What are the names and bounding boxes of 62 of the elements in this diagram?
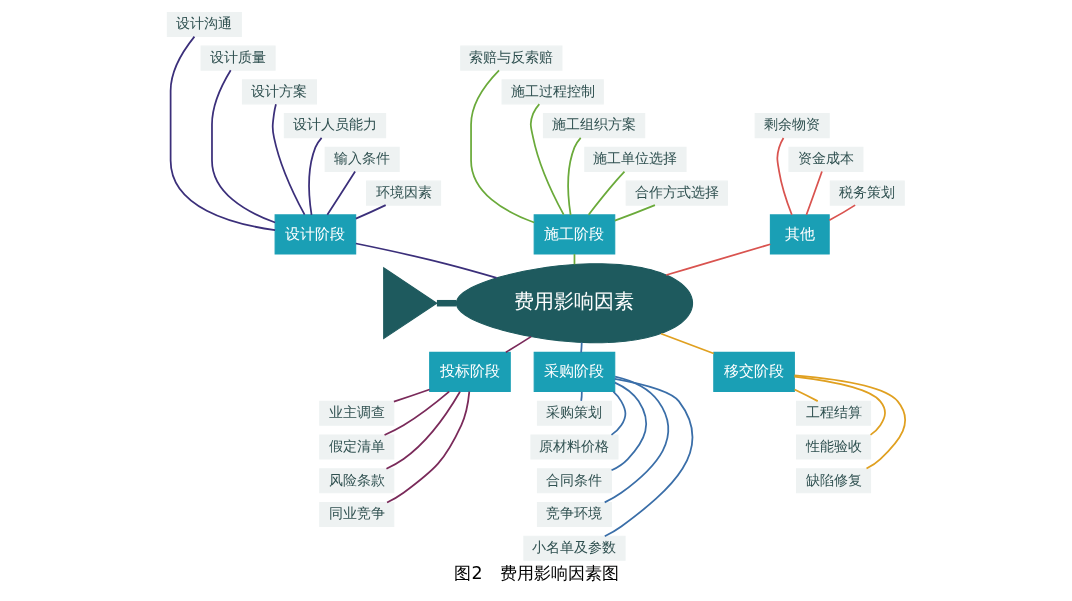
- node-box: 采购阶段: [533, 351, 615, 393]
- connector: [307, 136, 322, 216]
- node-box: 工程结算: [795, 400, 871, 426]
- node-box: 资金成本: [787, 146, 863, 172]
- node-box: 输入条件: [324, 146, 400, 172]
- connector: [469, 69, 535, 224]
- connector: [529, 103, 565, 216]
- node-box: 施工阶段: [533, 214, 615, 255]
- connector: [385, 390, 470, 504]
- node-box: 假定清单: [318, 434, 394, 460]
- connector: [385, 390, 461, 470]
- node-box: 设计人员能力: [283, 113, 386, 139]
- connector: [827, 204, 856, 222]
- connector: [793, 388, 819, 402]
- node-box: 设计质量: [200, 45, 276, 71]
- node-box: 设计沟通: [166, 11, 242, 37]
- connector: [664, 243, 771, 276]
- connector: [587, 170, 625, 216]
- connector: [566, 136, 582, 216]
- node-box: 索赔与反索赔: [459, 45, 562, 71]
- connector: [775, 137, 793, 216]
- caption: 图2 费用影响因素图: [453, 562, 619, 583]
- node-box: 其他: [769, 214, 830, 255]
- node-box: 小名单及参数: [522, 535, 626, 561]
- node-box: 风险条款: [318, 468, 394, 494]
- node-box: 税务策划: [829, 180, 905, 206]
- node-box: 施工单位选择: [583, 146, 687, 172]
- connector: [325, 170, 356, 216]
- connector: [610, 390, 626, 436]
- connector: [383, 390, 450, 436]
- connector: [354, 204, 387, 220]
- node-box: 投标阶段: [428, 351, 511, 393]
- connector: [659, 332, 715, 355]
- node-box: 合同条件: [536, 468, 612, 494]
- node-box: 原材料价格: [529, 434, 619, 460]
- connector: [392, 388, 430, 403]
- node-box: 合作方式选择: [625, 180, 728, 206]
- connector: [354, 242, 497, 279]
- connector: [613, 204, 656, 222]
- connector: [579, 390, 583, 402]
- node-box: 设计阶段: [274, 214, 356, 255]
- connector: [504, 335, 532, 354]
- node-box: 剩余物资: [754, 113, 830, 139]
- node-box: 采购策划: [536, 400, 612, 426]
- node-box: 业主调查: [318, 400, 394, 426]
- node-box: 性能验收: [795, 434, 871, 460]
- node-box: 竞争环境: [536, 502, 612, 528]
- node-box: 移交阶段: [712, 351, 795, 393]
- node-box: 缺陷修复: [795, 468, 871, 494]
- connector: [805, 170, 823, 216]
- connector: [271, 103, 305, 216]
- node-box: 施工组织方案: [542, 113, 645, 139]
- connector: [603, 375, 669, 504]
- node-box: 设计方案: [241, 79, 317, 105]
- node-box: 同业竞争: [318, 502, 394, 528]
- node-box: 环境因素: [365, 180, 441, 206]
- node-box: 施工过程控制: [501, 79, 604, 105]
- connector: [603, 377, 693, 538]
- connector: [436, 299, 456, 307]
- connector: [610, 381, 647, 472]
- node-triangle: [382, 266, 438, 340]
- connector: [210, 69, 276, 224]
